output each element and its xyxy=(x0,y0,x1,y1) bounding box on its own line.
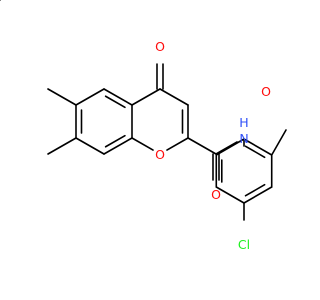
bond xyxy=(243,186,273,204)
atom-labels: O O O NH O Cl xyxy=(155,39,271,252)
bond xyxy=(104,95,126,109)
ring-oxygen-label: O xyxy=(155,147,165,162)
bond xyxy=(215,141,238,155)
bond xyxy=(215,186,245,204)
methoxy-oxygen-label: O xyxy=(261,84,271,99)
bond-lines xyxy=(0,0,287,221)
bond xyxy=(270,129,287,156)
bond xyxy=(47,137,77,155)
bond xyxy=(131,88,161,106)
bond xyxy=(187,137,217,155)
bond xyxy=(75,88,105,106)
bond xyxy=(243,138,273,156)
bond xyxy=(103,88,133,106)
bond xyxy=(131,137,154,151)
bond xyxy=(104,134,126,148)
amide-oxygen-label: O xyxy=(211,187,221,202)
bond xyxy=(103,137,133,155)
bond xyxy=(215,138,245,156)
bond xyxy=(166,137,189,151)
bond xyxy=(244,145,266,159)
chlorine-label: Cl xyxy=(238,237,250,252)
molecule-structure-diagram: O O O NH O Cl xyxy=(0,0,287,252)
bond xyxy=(244,183,266,197)
bond xyxy=(75,137,105,155)
carbonyl-oxygen-label: O xyxy=(155,39,165,54)
amide-hydrogen-label: H xyxy=(239,115,248,130)
bond xyxy=(47,88,77,106)
bond xyxy=(159,88,189,106)
amide-nitrogen-label: N xyxy=(239,131,248,146)
